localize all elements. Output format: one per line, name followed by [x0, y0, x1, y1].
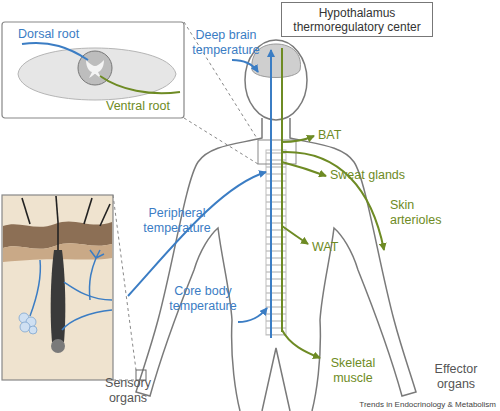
effector-label: Sweat glands [330, 168, 422, 183]
root-label: Dorsal root [18, 27, 93, 42]
center-box: Hypothalamus thermoregulatory center [281, 2, 433, 37]
input-label: Deep brain temperature [184, 28, 268, 58]
effector-label: WAT [312, 240, 352, 255]
skin-inset [2, 195, 146, 380]
input-label: Core body temperature [164, 284, 242, 314]
root-label: Ventral root [106, 99, 184, 114]
effector-label: BAT [318, 128, 358, 143]
box-text: Hypothalamus thermoregulatory center [284, 6, 430, 34]
spinal-cord-inset [2, 22, 296, 164]
effector-label: Skin arterioles [390, 198, 452, 228]
group-label: Effector organs [424, 362, 488, 392]
effector-label: Skeletal muscle [322, 356, 384, 386]
watermark: Trends in Endocrinology & Metabolism [290, 400, 496, 410]
group-label: Sensory organs [96, 376, 160, 406]
efferent-arrows [282, 48, 384, 358]
afferent-arrows [128, 50, 271, 338]
input-label: Peripheral temperature [138, 206, 216, 236]
